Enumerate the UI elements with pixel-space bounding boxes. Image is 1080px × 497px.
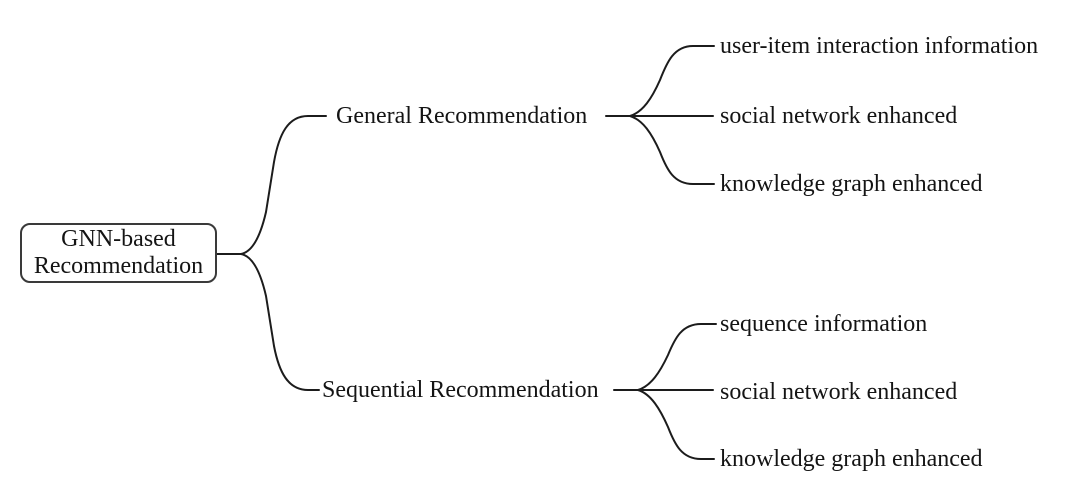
leaf-label-sequential-social-network: social network enhanced: [720, 379, 958, 405]
connector-general-child-bottom: [629, 115, 715, 185]
root-node-label-line2: Recommendation: [33, 253, 204, 279]
root-node: GNN-based Recommendation: [20, 223, 217, 283]
branch-label-general: General Recommendation: [336, 103, 588, 129]
leaf-label-general-knowledge-graph: knowledge graph enhanced: [720, 171, 983, 197]
branch-label-sequential: Sequential Recommendation: [322, 377, 599, 403]
leaf-label-general-social-network: social network enhanced: [720, 103, 958, 129]
leaf-label-sequential-knowledge-graph: knowledge graph enhanced: [720, 446, 983, 472]
connector-root-to-general: [240, 115, 327, 255]
root-node-label-line1: GNN-based: [61, 226, 176, 252]
connector-sequential-child-bottom: [637, 389, 715, 460]
connector-sequential-child-top: [637, 323, 717, 391]
leaf-label-user-item-interaction: user-item interaction information: [720, 33, 1039, 59]
leaf-label-sequence-information: sequence information: [720, 311, 928, 337]
connector-root-to-sequential: [240, 253, 320, 391]
connector-group: [216, 45, 717, 460]
connector-general-child-top: [629, 45, 715, 117]
